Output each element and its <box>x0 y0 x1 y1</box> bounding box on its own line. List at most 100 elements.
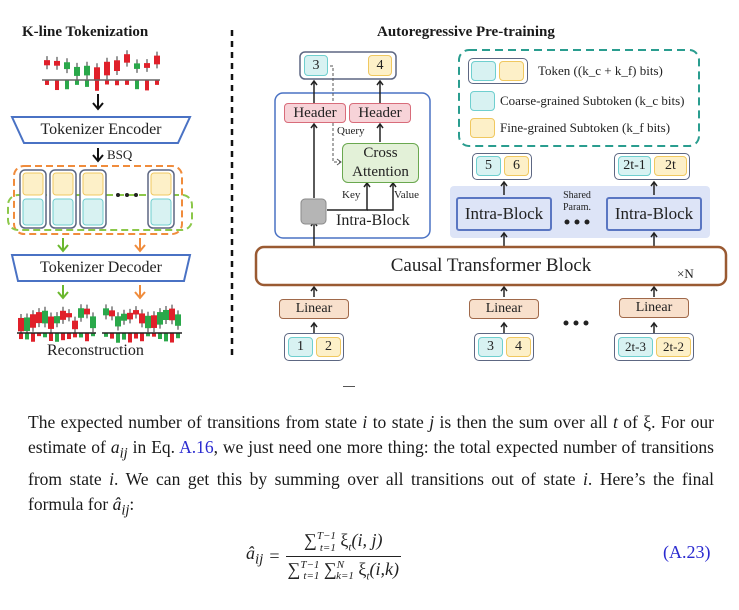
candle-body <box>104 61 110 76</box>
equation-lhs: âij <box>246 543 263 569</box>
volume-bar <box>105 80 109 85</box>
coarse-subtoken <box>82 198 104 226</box>
legend-token-coarse-part <box>471 61 496 81</box>
sum-upper: N <box>336 558 345 571</box>
denominator: ∑T−1t=1 ∑Nk=1 ξt(i,k) <box>285 555 401 583</box>
quantized-token-sequence <box>19 169 175 229</box>
volume-bar <box>164 333 168 342</box>
volume-bar <box>115 80 119 86</box>
math-i: i <box>583 468 588 489</box>
text-run: : <box>129 493 135 514</box>
output-coarse: 2t-1 <box>618 156 651 176</box>
volume-bar <box>75 80 79 85</box>
candle-body <box>84 308 90 315</box>
sum-lower: t=1 <box>303 570 320 583</box>
candle-body <box>151 315 157 328</box>
xi: ξ <box>358 558 367 579</box>
math-t: t <box>613 412 618 432</box>
reconstruction-chart-coarse <box>17 304 96 342</box>
den-args: (i,k) <box>369 558 399 579</box>
candle-body <box>139 313 145 324</box>
intra-block-1-outputs: 5 6 <box>472 153 532 180</box>
candle-body <box>121 313 127 321</box>
volume-bar <box>45 80 49 85</box>
candle-body <box>90 316 96 329</box>
volume-bar <box>116 333 120 343</box>
detail-output-fine: 4 <box>368 55 392 76</box>
input-fine: 4 <box>506 337 531 357</box>
sum-lower: t=1 <box>319 541 336 554</box>
body-paragraph: The expected number of transitions from … <box>28 410 714 523</box>
candle-body <box>157 312 163 325</box>
fraction: ∑T−1t=1 ξt(i, j) ∑T−1t=1 ∑Nk=1 ξt(i,k) <box>285 530 401 583</box>
input-coarse: 2t-3 <box>618 337 653 357</box>
candle-body <box>169 308 175 321</box>
shared-label-line2: Param. <box>562 202 592 213</box>
input-kline-chart <box>42 50 160 91</box>
cross-attention-block: Cross Attention <box>342 143 419 183</box>
volume-bar <box>65 80 69 90</box>
linear-1: Linear <box>279 299 349 319</box>
volume-bar <box>134 333 138 339</box>
volume-bar <box>61 333 65 341</box>
volume-bar <box>128 333 132 343</box>
candle-body <box>145 315 151 329</box>
header-fine: Header <box>349 103 411 123</box>
legend-token-fine-part <box>499 61 524 81</box>
shared-label-line1: Shared <box>563 190 591 201</box>
candle-body <box>44 60 50 66</box>
volume-bar <box>152 333 156 337</box>
xi: ξ <box>340 530 349 550</box>
numerator: ∑T−1t=1 ξt(i, j) <box>303 530 383 554</box>
arrow-bsq <box>92 148 104 163</box>
volume-bar <box>31 333 35 342</box>
equation-reference-link[interactable]: A.16 <box>179 437 214 457</box>
text-run: is then the sum over all <box>434 412 613 432</box>
math-i: i <box>362 412 368 432</box>
causal-transformer-block: Causal Transformer Block <box>390 255 592 276</box>
volume-bar <box>49 333 53 341</box>
cross-attention-line1: Cross <box>363 145 398 161</box>
equation-number: (A.23) <box>663 542 711 562</box>
volume-bar <box>135 80 139 90</box>
fine-subtoken <box>82 172 104 196</box>
candle-body <box>54 60 60 66</box>
candle-body <box>94 67 100 81</box>
coarse-subtoken <box>22 198 44 226</box>
value-label: Value <box>394 189 420 201</box>
candle-body <box>124 54 130 63</box>
sum-upper: T−1 <box>316 530 336 542</box>
coarse-subtoken <box>150 198 172 226</box>
token-ellipsis <box>116 193 138 197</box>
tokenizer-decoder: Tokenizer Decoder <box>40 259 162 276</box>
candle-body <box>42 310 48 324</box>
candle-body <box>114 60 120 72</box>
header-coarse: Header <box>284 103 346 123</box>
legend-outline <box>458 49 700 147</box>
volume-bar <box>145 80 149 91</box>
fine-subtoken <box>52 172 74 196</box>
candle-body <box>48 316 54 329</box>
legend-coarse-label: Coarse-grained Subtoken (k_c bits) <box>500 93 685 108</box>
candle-body <box>64 62 70 70</box>
intra-block-1: Intra-Block <box>456 197 552 231</box>
volume-bar <box>55 80 59 91</box>
volume-bar <box>110 333 114 339</box>
volume-bar <box>95 80 99 91</box>
candle-body <box>103 308 109 316</box>
candle-body <box>134 63 140 69</box>
reconstruction-chart-fine <box>102 304 182 343</box>
causal-transformer-block-shape <box>254 245 728 287</box>
candle-body <box>127 312 133 320</box>
candle-body <box>78 308 84 318</box>
reconstruction-label: Reconstruction <box>47 342 144 359</box>
volume-bar <box>155 80 159 85</box>
volume-bar <box>91 333 95 337</box>
candle-body <box>54 316 60 324</box>
shared-ellipsis <box>564 219 590 225</box>
lhs-symbol: â <box>246 543 255 564</box>
output-coarse: 5 <box>476 156 501 176</box>
input-fine: 2 <box>316 337 341 357</box>
input-coarse: 3 <box>478 337 503 357</box>
text-run: , we just need one more thing: the total… <box>28 437 714 489</box>
